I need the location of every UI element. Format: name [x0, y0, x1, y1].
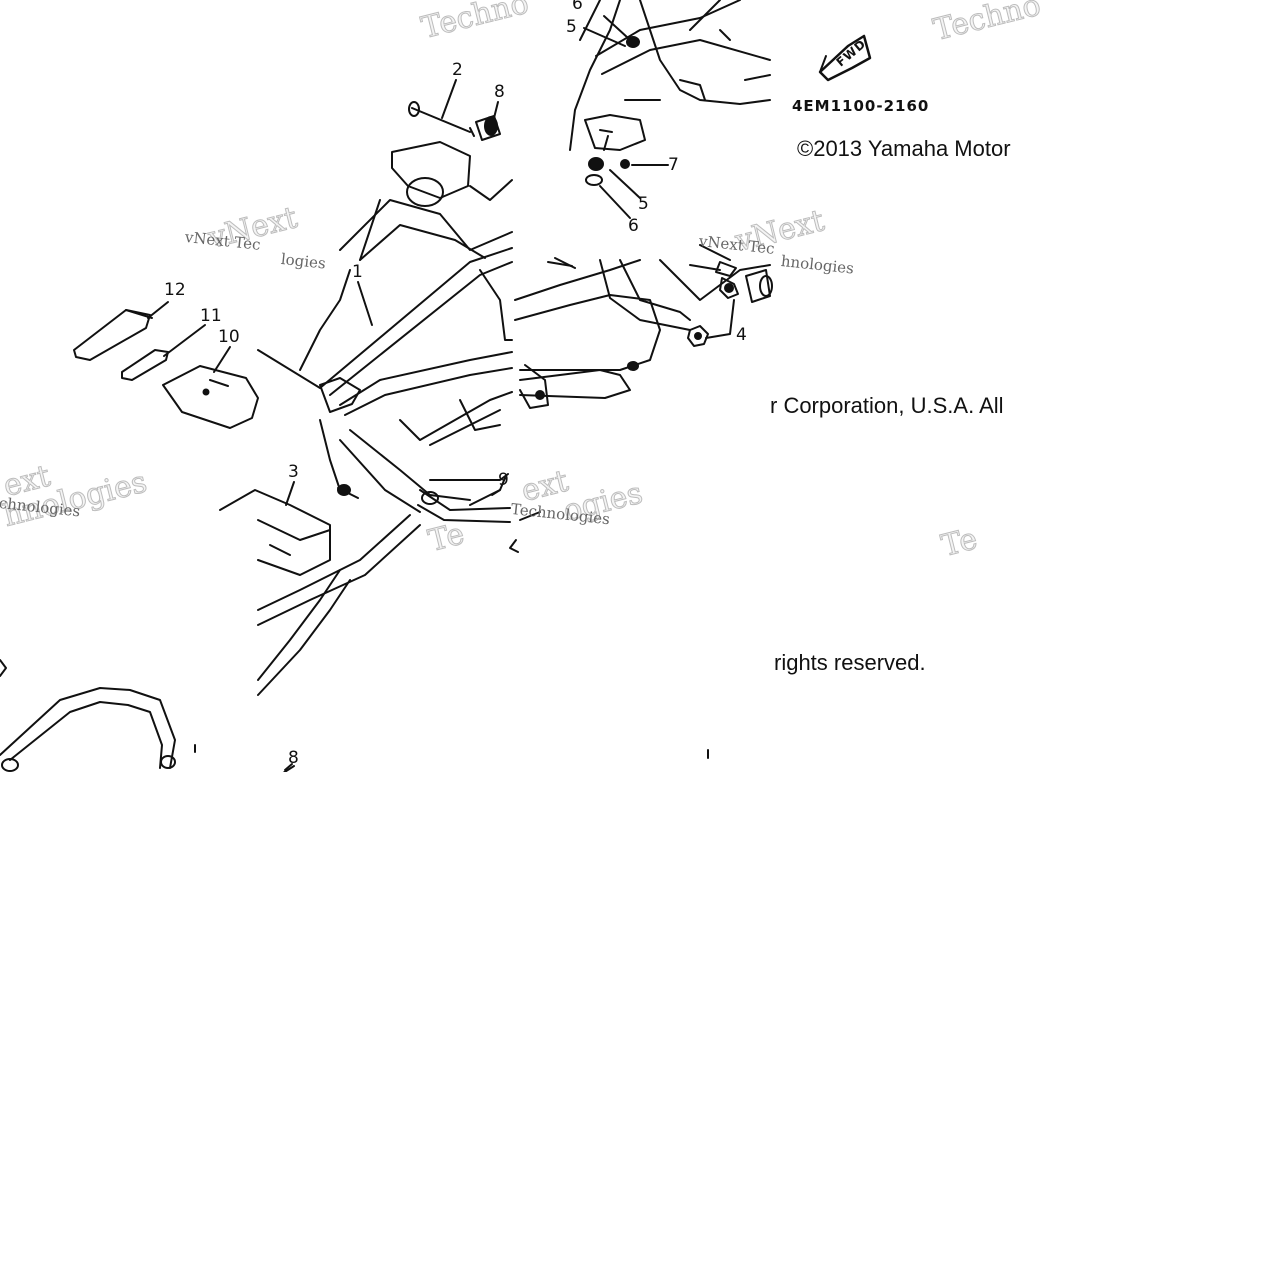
- blank-region-right: [1030, 0, 1285, 772]
- blank-region-top-left: [0, 0, 257, 220]
- callout-5: 5: [638, 194, 649, 214]
- callout-6: 6: [628, 216, 639, 236]
- callout-7: 7: [668, 155, 679, 175]
- callout-4: 4: [736, 325, 747, 345]
- callout-8: 8: [494, 82, 505, 102]
- callout-2: 2: [452, 60, 463, 80]
- callout-11: 11: [200, 306, 222, 326]
- callout-12: 12: [164, 280, 186, 300]
- callout-9: 9: [498, 470, 509, 490]
- part-code: 4EM1100-2160: [792, 97, 930, 115]
- bolt-2-drawing: [408, 101, 475, 137]
- callout-8: 8: [288, 748, 299, 768]
- blank-region-left-middle: [0, 520, 220, 640]
- copyright-line-2: r Corporation, U.S.A. All: [770, 393, 1004, 418]
- collar-8-drawing: [475, 115, 501, 141]
- callout-5: 5: [566, 17, 577, 37]
- copyright-line-3: rights reserved.: [774, 650, 926, 675]
- copyright-line-1: ©2013 Yamaha Motor: [797, 136, 1011, 161]
- blank-region-bottom: [0, 772, 1285, 1285]
- callout-1: 1: [352, 262, 363, 282]
- callout-3: 3: [288, 462, 299, 482]
- callout-6: 6: [572, 0, 583, 14]
- callout-10: 10: [218, 327, 240, 347]
